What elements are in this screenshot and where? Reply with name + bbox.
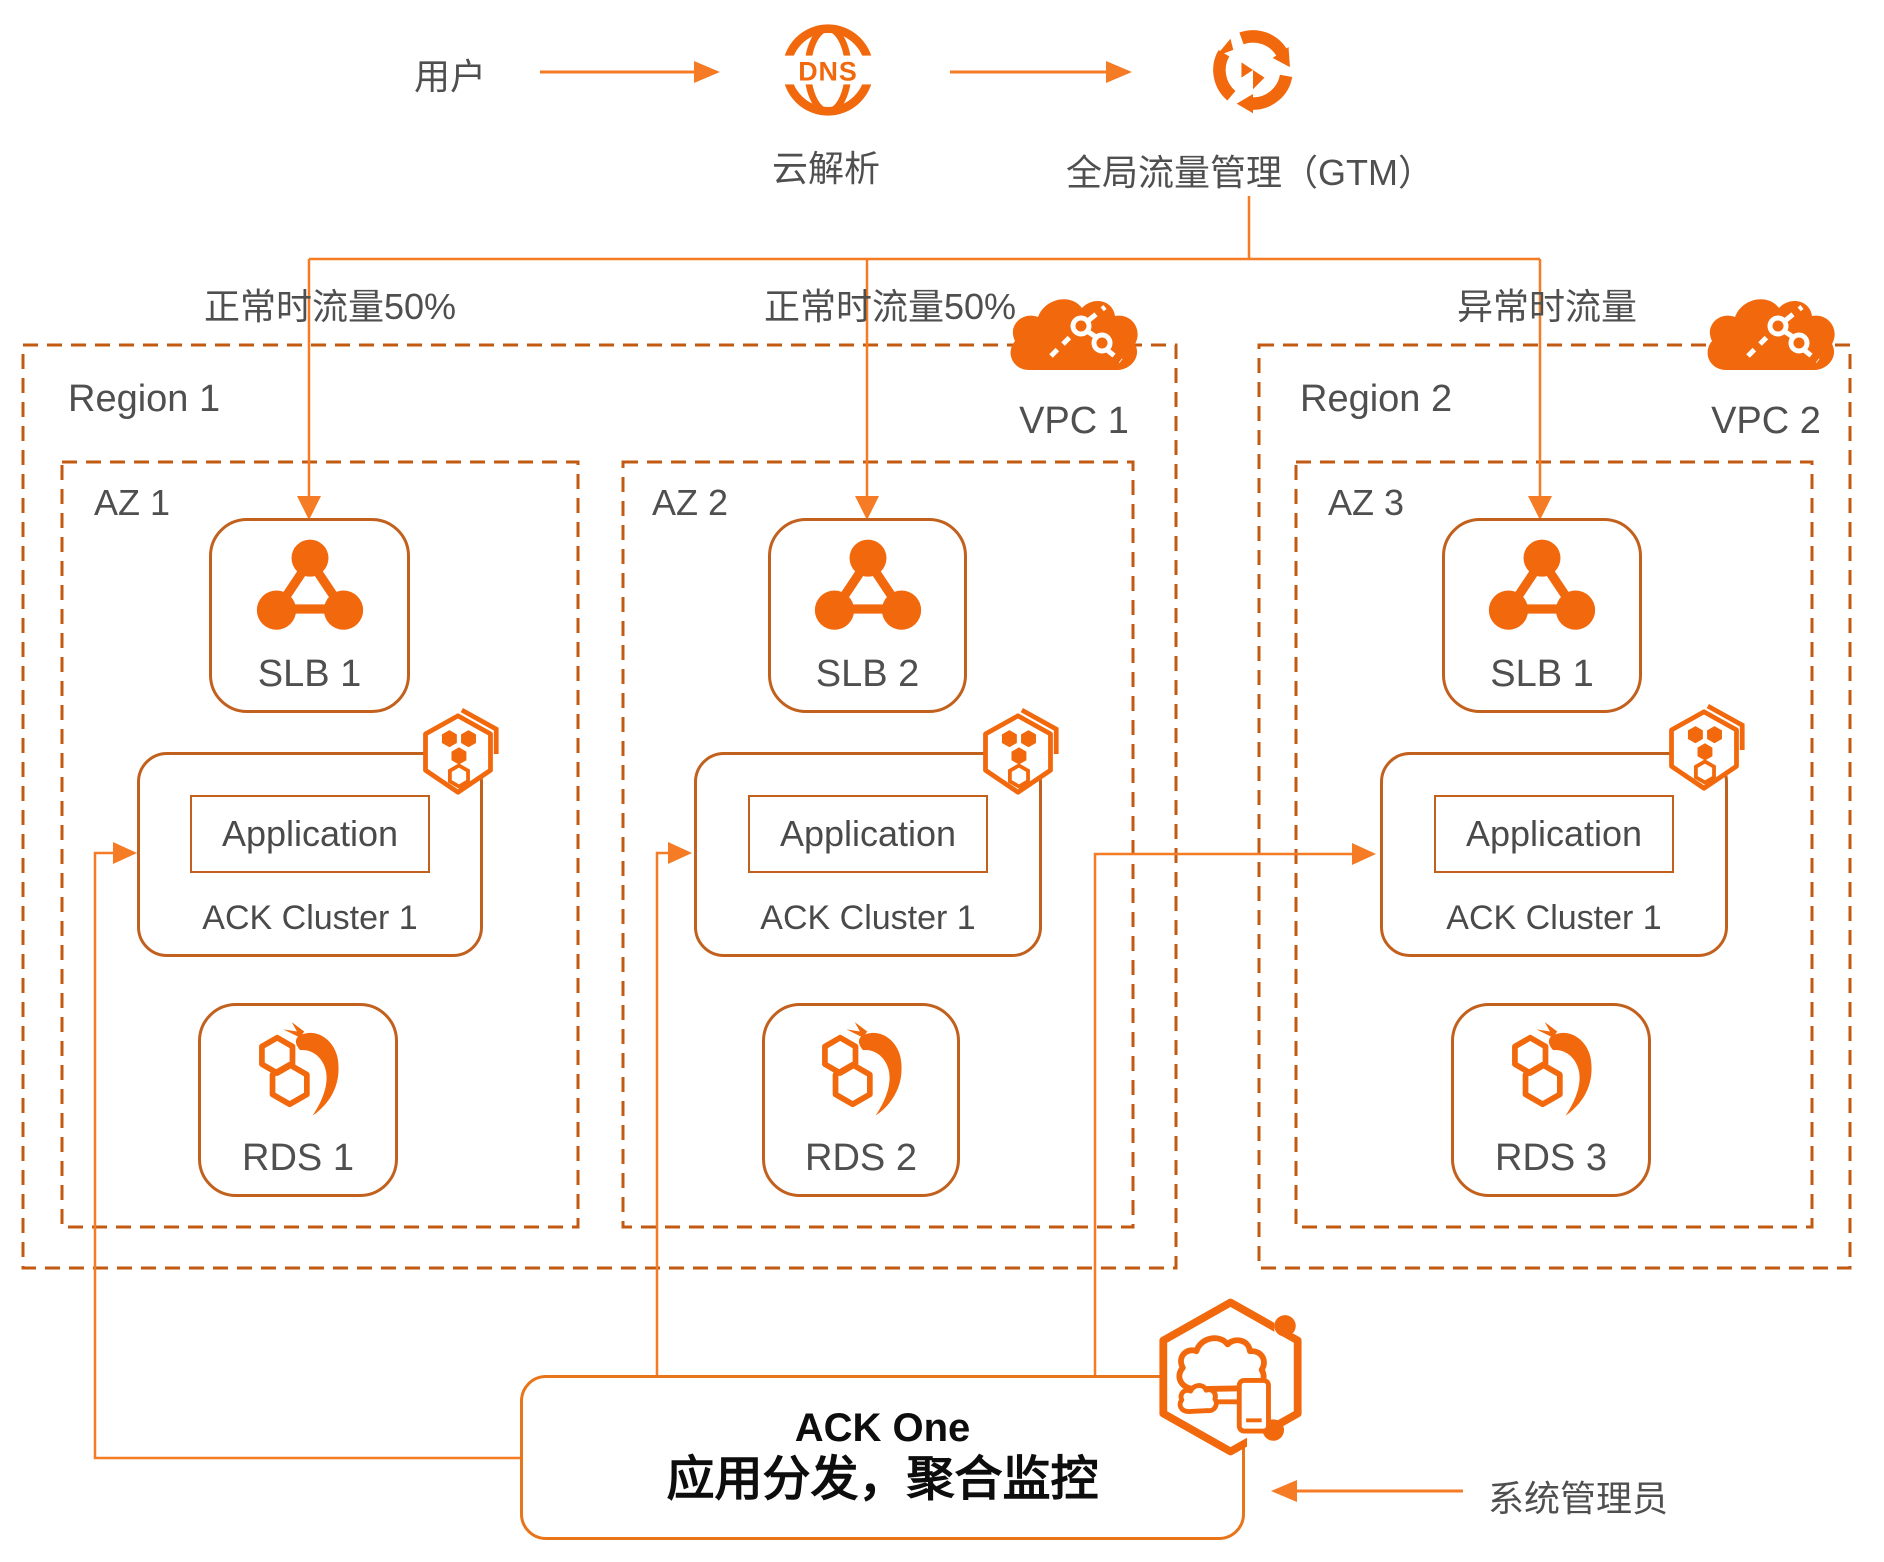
ack-cluster-box-az3: Application ACK Cluster 1 <box>1380 752 1728 957</box>
ack-one-box: ACK One 应用分发，聚合监控 <box>520 1375 1245 1540</box>
rds-node-az3: RDS 3 <box>1451 1003 1651 1197</box>
acs-icon <box>1669 703 1745 791</box>
rds-label: RDS 1 <box>242 1137 354 1179</box>
vpc-1-label: VPC 1 <box>1019 400 1129 442</box>
ack-one-title: ACK One <box>794 1405 971 1450</box>
user-to-dns-arrow <box>540 61 720 83</box>
gtm-label: 全局流量管理（GTM） <box>1066 152 1434 193</box>
application-label: Application <box>779 813 957 854</box>
az-1-label: AZ 1 <box>94 482 171 523</box>
rds-icon <box>822 1022 902 1116</box>
az-2-label: AZ 2 <box>652 482 729 523</box>
slb-label: SLB 2 <box>815 653 920 695</box>
application-box: Application <box>190 795 430 873</box>
rds-node-az1: RDS 1 <box>198 1003 398 1197</box>
dns-label: 云解析 <box>771 148 880 189</box>
rds-node-az2: RDS 2 <box>762 1003 960 1197</box>
region-1-label: Region 1 <box>68 378 221 420</box>
slb-label: SLB 1 <box>257 653 362 695</box>
traffic-label-abnormal: 异常时流量 <box>1456 286 1637 327</box>
az-1-box <box>60 460 580 1229</box>
ack-one-icon <box>1159 1298 1304 1456</box>
region-2-label: Region 2 <box>1300 378 1453 420</box>
region-2-box <box>1257 343 1852 1270</box>
slb-icon <box>256 539 363 630</box>
application-label: Application <box>221 813 399 854</box>
dns-to-gtm-arrow <box>950 61 1132 83</box>
slb-icon <box>1488 539 1596 630</box>
ack-one-subtitle: 应用分发，聚合监控 <box>666 1452 1099 1506</box>
acs-icon <box>983 707 1059 795</box>
gtm-distribution-lines <box>307 196 1542 498</box>
ack-one-connectors <box>93 851 1354 1460</box>
ack-cluster-label: ACK Cluster 1 <box>760 899 976 937</box>
ack-cluster-label: ACK Cluster 1 <box>1446 899 1662 937</box>
rds-icon <box>1512 1022 1592 1116</box>
ack-cluster-box-az1: Application ACK Cluster 1 <box>137 752 483 957</box>
traffic-label-normal-1: 正常时流量50% <box>203 286 457 327</box>
gtm-drop-arrowheads <box>297 496 1552 520</box>
rds-icon <box>259 1022 339 1116</box>
admin-arrow <box>1271 1480 1463 1502</box>
ack-one-connector-arrowheads <box>113 842 1376 865</box>
admin-label: 系统管理员 <box>1488 1478 1669 1519</box>
traffic-label-normal-2: 正常时流量50% <box>763 286 1017 327</box>
az-2-box <box>621 460 1135 1229</box>
vpc-2-label: VPC 2 <box>1711 400 1821 442</box>
slb-node-az2: SLB 2 <box>768 518 967 713</box>
az-3-label: AZ 3 <box>1328 482 1405 523</box>
slb-node-az3: SLB 1 <box>1442 518 1642 713</box>
vpc-2-icon <box>1707 299 1835 371</box>
rds-label: RDS 3 <box>1495 1137 1607 1179</box>
svg-text:DNS: DNS <box>798 57 858 87</box>
user-label: 用户 <box>413 56 486 97</box>
slb-icon <box>814 539 921 630</box>
slb-label: SLB 1 <box>1490 653 1594 695</box>
az-3-box <box>1294 460 1814 1229</box>
gtm-icon <box>1213 30 1293 114</box>
acs-icon <box>423 707 499 795</box>
rds-label: RDS 2 <box>805 1137 917 1179</box>
slb-node-az1: SLB 1 <box>209 518 410 713</box>
region-1-box <box>21 343 1178 1270</box>
application-box: Application <box>1434 795 1674 873</box>
application-box: Application <box>748 795 988 873</box>
vpc-1-icon <box>1010 299 1138 371</box>
dns-icon: DNS <box>780 24 876 116</box>
ack-cluster-label: ACK Cluster 1 <box>202 899 418 937</box>
application-label: Application <box>1465 813 1643 854</box>
ack-cluster-box-az2: Application ACK Cluster 1 <box>694 752 1042 957</box>
